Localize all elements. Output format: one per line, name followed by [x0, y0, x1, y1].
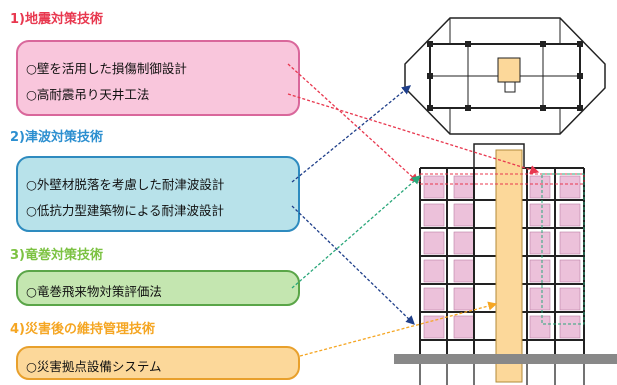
item-damage-control-wall: ○壁を活用した損傷制御設計: [26, 61, 187, 76]
heading-maintenance: 4)災害後の維持管理技術: [10, 322, 155, 337]
building-elevation-icon: [394, 143, 617, 385]
heading-seismic: 1)地震対策技術: [10, 12, 103, 27]
ceiling-detail-icon: [404, 17, 606, 135]
arrow-maintenance: [299, 301, 498, 357]
box-maintenance: ○災害拠点設備システム: [16, 346, 300, 380]
item-cladding-tsunami: ○外壁材脱落を考慮した耐津波設計: [26, 177, 225, 192]
arrow-tornado: [291, 175, 421, 289]
item-tornado-debris: ○竜巻飛来物対策評価法: [26, 284, 162, 299]
box-tsunami: ○外壁材脱落を考慮した耐津波設計 ○低抗力型建築物による耐津波設計: [16, 156, 300, 232]
box-seismic: ○壁を活用した損傷制御設計 ○高耐震吊り天井工法: [16, 40, 300, 116]
item-low-drag-tsunami: ○低抗力型建築物による耐津波設計: [26, 203, 225, 218]
heading-tornado: 3)竜巻対策技術: [10, 248, 103, 263]
box-tornado: ○竜巻飛来物対策評価法: [16, 270, 300, 306]
item-seismic-ceiling: ○高耐震吊り天井工法: [26, 87, 150, 102]
heading-tsunami: 2)津波対策技術: [10, 130, 103, 145]
arrow-seismic: [287, 63, 540, 183]
item-disaster-base-equipment: ○災害拠点設備システム: [26, 359, 162, 374]
arrow-tsunami: [291, 85, 415, 325]
